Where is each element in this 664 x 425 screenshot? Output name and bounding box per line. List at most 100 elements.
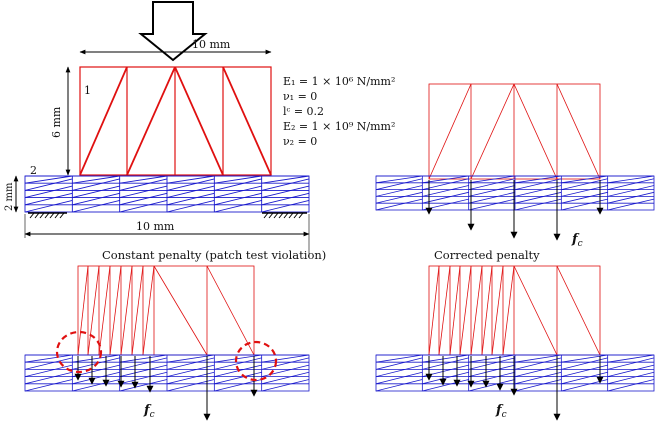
lower-body-mesh	[24, 354, 310, 392]
caption-constant-penalty: Constant penalty (patch test violation)	[102, 248, 326, 262]
mesh-line	[214, 379, 262, 392]
mesh-line	[24, 357, 73, 370]
lower-body-mesh	[24, 175, 310, 213]
mesh-line	[214, 178, 262, 191]
mesh-line	[375, 357, 423, 370]
mesh-line	[375, 198, 423, 211]
mesh-line	[422, 371, 469, 385]
mesh-line	[166, 379, 215, 392]
mesh-line	[561, 371, 608, 385]
mesh-line	[607, 379, 655, 392]
mesh-line	[119, 200, 168, 213]
mesh-line	[561, 178, 608, 190]
mesh-line	[375, 185, 423, 197]
mesh-line	[166, 178, 215, 191]
mesh-line	[607, 371, 655, 385]
mesh-line	[119, 354, 168, 363]
mesh-line	[24, 175, 73, 184]
mesh-line	[514, 191, 562, 204]
mesh-line	[561, 364, 608, 377]
mesh-line	[214, 185, 262, 199]
prop-nu2: ν₂ = 0	[283, 135, 317, 148]
mesh-line	[607, 354, 655, 363]
mesh-line	[214, 200, 262, 213]
mesh-line	[119, 192, 168, 206]
mesh-line	[514, 178, 562, 190]
mesh-line	[422, 185, 469, 197]
mesh-line	[261, 175, 310, 184]
mesh-line	[214, 371, 262, 385]
mesh-line	[607, 364, 655, 377]
mesh-line	[561, 191, 608, 204]
mesh-line	[468, 364, 516, 377]
mesh-line	[261, 371, 310, 385]
mesh-line	[261, 379, 310, 392]
height-dimension-label: 6 mm	[50, 106, 63, 138]
mesh-line	[422, 357, 469, 370]
lower-body-hatch	[24, 175, 310, 213]
mesh-line	[561, 357, 608, 370]
mesh-line	[261, 357, 310, 370]
load-arrow-icon	[138, 1, 208, 62]
mesh-line	[166, 200, 215, 213]
left-support	[28, 212, 67, 219]
mesh-line	[514, 185, 562, 197]
mesh-line	[119, 175, 168, 184]
mesh-line	[24, 371, 73, 385]
thickness-dimension-label: 2 mm	[4, 182, 15, 211]
mesh-line	[24, 379, 73, 392]
lower-body-mesh	[375, 354, 655, 392]
mesh-line	[166, 175, 215, 184]
mesh-line	[561, 379, 608, 392]
force-label: fc	[571, 232, 583, 249]
mesh-line	[72, 354, 120, 363]
panel-top-right: fc	[375, 83, 655, 249]
upper-body-mesh	[428, 265, 601, 356]
mesh-line	[261, 178, 310, 191]
mesh-line	[607, 185, 655, 197]
mesh-line	[468, 175, 516, 184]
mesh-line	[119, 185, 168, 199]
mesh-line	[468, 357, 516, 370]
mesh-line	[422, 354, 469, 363]
mesh-line	[24, 178, 73, 191]
mesh-line	[422, 191, 469, 204]
mesh-line	[514, 379, 562, 392]
mesh-line	[72, 200, 120, 213]
mesh-line	[607, 357, 655, 370]
mesh-line	[72, 364, 120, 377]
mesh-line	[166, 185, 215, 199]
prop-e2: E₂ = 1 × 10⁹ N/mm²	[283, 120, 395, 133]
mesh-line	[119, 379, 168, 392]
mesh-line	[422, 178, 469, 190]
mesh-line	[422, 379, 469, 392]
mesh-line	[468, 379, 516, 392]
mesh-line	[514, 364, 562, 377]
body1-label: 1	[84, 84, 91, 97]
mesh-line	[119, 364, 168, 377]
mesh-line	[261, 200, 310, 213]
violation-circle-right	[234, 340, 278, 382]
mesh-line	[375, 364, 423, 377]
caption-corrected-penalty: Corrected penalty	[434, 248, 540, 262]
force-label: fc	[143, 403, 155, 420]
mesh-line	[24, 200, 73, 213]
material-properties: E₁ = 1 × 10⁶ N/mm² ν₁ = 0 lᶜ = 0.2 E₂ = …	[283, 75, 395, 148]
contact-force-arrows	[425, 180, 604, 241]
mesh-line	[24, 354, 73, 363]
mesh-line	[261, 185, 310, 199]
mesh-line	[607, 178, 655, 190]
mesh-line	[468, 198, 516, 211]
mesh-line	[468, 191, 516, 204]
mesh-line	[514, 357, 562, 370]
prop-nu1: ν₁ = 0	[283, 90, 317, 103]
mesh-line	[468, 371, 516, 385]
mesh-line	[72, 178, 120, 191]
violation-circle-left	[55, 330, 103, 374]
lower-body-mesh	[375, 175, 655, 211]
panel-bottom-right: Corrected penalty	[375, 248, 655, 421]
mesh-line	[166, 364, 215, 377]
contact-force-arrows	[74, 356, 258, 421]
mesh-line	[375, 175, 423, 184]
